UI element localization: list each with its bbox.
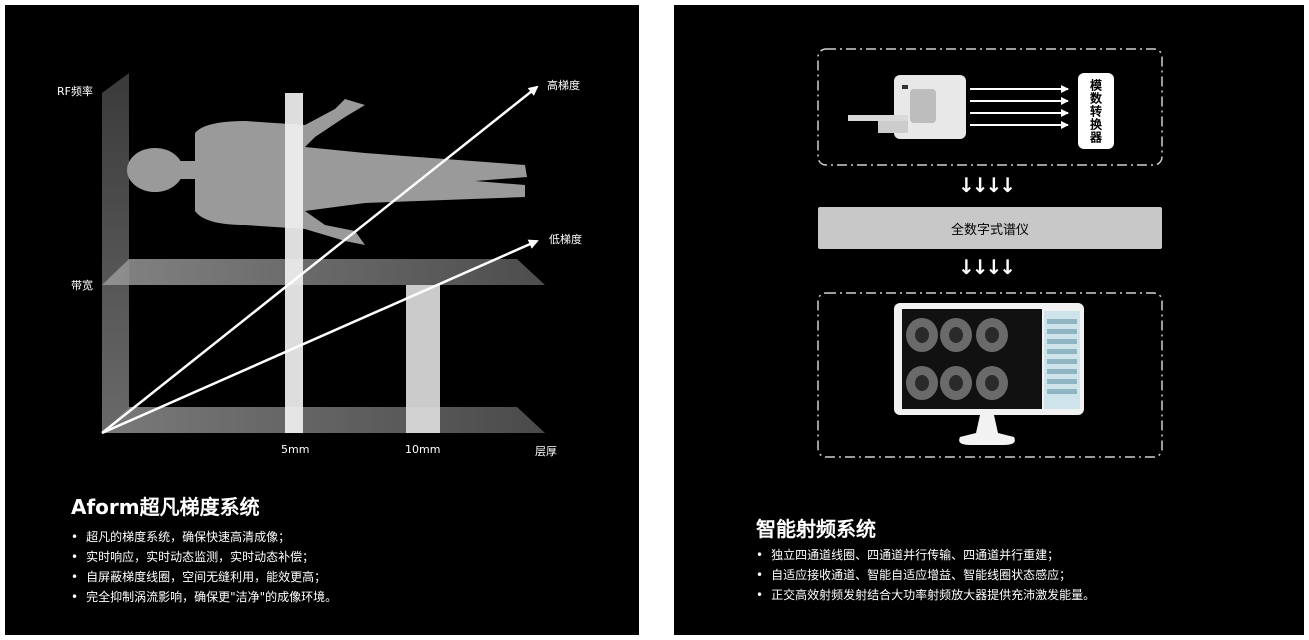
tick-10mm: 10mm — [405, 443, 441, 456]
bullet-item: 完全抑制涡流影响，确保更"洁净"的成像环境。 — [71, 587, 337, 607]
signal-arrows — [970, 85, 1069, 129]
rf-diagram — [817, 48, 1163, 458]
back-wall — [102, 73, 129, 433]
bandwidth-plane — [102, 259, 545, 285]
high-gradient-label: 高梯度 — [547, 79, 580, 92]
gradient-diagram — [101, 73, 545, 435]
converter-box: 模数转换器 — [1078, 73, 1114, 149]
bullet-item: 实时响应，实时动态监测，实时动态补偿； — [71, 547, 337, 567]
body-silhouette — [127, 99, 527, 245]
pillar-5mm — [285, 93, 303, 433]
spectrometer-bar: 全数字式谱仪 — [818, 207, 1162, 249]
rf-frequency-label: RF频率 — [57, 85, 93, 98]
rf-title: 智能射频系统 — [756, 517, 876, 541]
slice-thickness-label: 层厚 — [535, 445, 557, 458]
floor-plane — [102, 407, 545, 433]
mri-scanner-icon — [848, 75, 966, 139]
bullet-item: 自屏蔽梯度线圈，空间无缝利用，能效更高； — [71, 567, 337, 587]
bandwidth-label: 带宽 — [71, 279, 93, 292]
mri-frame — [817, 48, 1163, 166]
high-gradient-arrow — [101, 85, 539, 434]
bullet-item: 超凡的梯度系统，确保快速高清成像； — [71, 527, 337, 547]
low-gradient-label: 低梯度 — [549, 233, 582, 246]
pillar-10mm — [406, 285, 440, 433]
bullet-item: 独立四通道线圈、四通道并行传输、四通道并行重建； — [756, 545, 1095, 565]
gradient-bullets: 超凡的梯度系统，确保快速高清成像； 实时响应，实时动态监测，实时动态补偿； 自屏… — [71, 527, 337, 607]
down-arrows-lower: ↓↓↓↓ — [958, 255, 1016, 279]
rf-bullets: 独立四通道线圈、四通道并行传输、四通道并行重建； 自适应接收通道、智能自适应增益… — [756, 545, 1095, 605]
monitor-frame — [817, 292, 1163, 458]
bullet-item: 自适应接收通道、智能自适应增益、智能线圈状态感应； — [756, 565, 1095, 585]
low-gradient-arrow — [101, 239, 539, 435]
rf-panel: 模数转换器 ↓↓↓↓ 全数字式谱仪 ↓↓↓↓ 智能射频系统 独立四通道线圈、四通… — [674, 5, 1304, 635]
down-arrows-upper: ↓↓↓↓ — [958, 173, 1016, 197]
monitor-icon — [894, 303, 1084, 445]
bullet-item: 正交高效射频发射结合大功率射频放大器提供充沛激发能量。 — [756, 585, 1095, 605]
gradient-panel: RF频率 带宽 高梯度 低梯度 5mm 10mm 层厚 Aform超凡梯度系统 … — [5, 5, 639, 635]
tick-5mm: 5mm — [281, 443, 310, 456]
gradient-title: Aform超凡梯度系统 — [71, 495, 260, 519]
